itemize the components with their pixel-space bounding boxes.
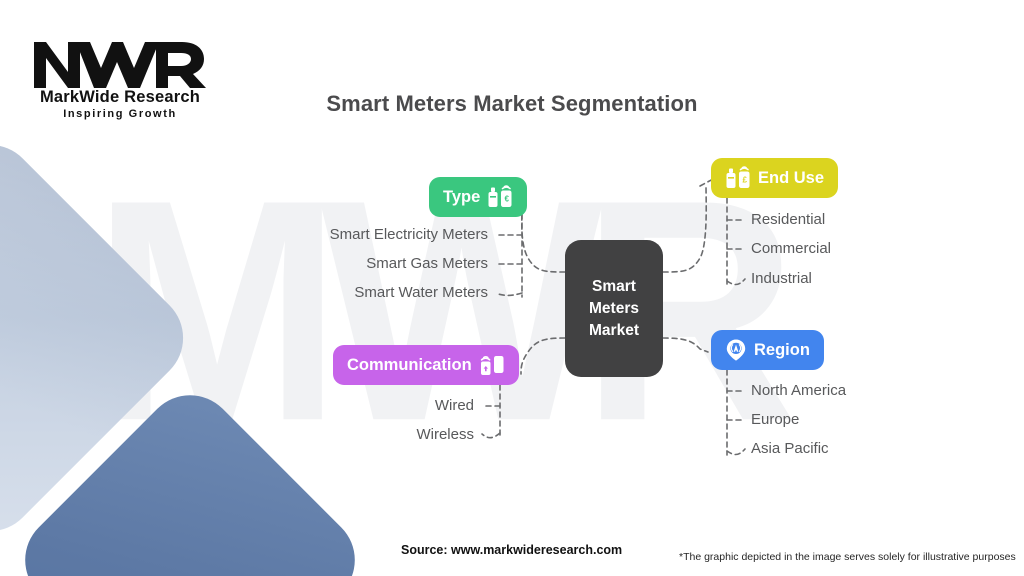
leaf-end-use-0: Residential	[751, 211, 826, 228]
page-title: Smart Meters Market Segmentation	[326, 91, 698, 116]
svg-text:£: £	[742, 176, 747, 185]
leaf-region-1: Europe	[751, 411, 800, 428]
leaf-type-0: Smart Electricity Meters	[329, 226, 488, 243]
branch-label-type: Type	[443, 187, 481, 206]
center-line-3: Market	[589, 321, 639, 339]
center-line-2: Meters	[589, 299, 639, 317]
center-node: Smart Meters Market	[565, 240, 663, 377]
leaf-region-2: Asia Pacific	[751, 440, 829, 457]
wireless-device-icon	[479, 353, 505, 377]
location-pin-tower-icon	[725, 338, 747, 362]
svg-text:€: €	[505, 195, 510, 204]
mwr-logo-icon	[34, 42, 206, 88]
center-line-1: Smart	[592, 277, 636, 295]
branch-node-region[interactable]: Region	[711, 330, 824, 370]
disclaimer-text: *The graphic depicted in the image serve…	[679, 551, 1016, 563]
branch-node-type[interactable]: Type €	[429, 177, 528, 217]
leaf-end-use-2: Industrial	[751, 270, 812, 287]
leaf-type-1: Smart Gas Meters	[366, 255, 488, 272]
leaf-region-0: North America	[751, 382, 847, 399]
gas-and-smart-meter-icon: €	[487, 185, 513, 209]
leaf-communication-0: Wired	[434, 397, 474, 414]
branch-node-end-use[interactable]: £ End Use	[711, 158, 839, 198]
brand-tagline: Inspiring Growth	[63, 108, 177, 120]
leaf-end-use-1: Commercial	[751, 240, 832, 257]
branch-label-region: Region	[754, 340, 810, 359]
brand-name: MarkWide Research	[39, 88, 201, 106]
gas-and-smart-meter-icon: £	[725, 166, 751, 190]
branch-label-end-use: End Use	[758, 168, 825, 187]
leaf-type-2: Smart Water Meters	[354, 284, 488, 301]
source-text: Source: www.markwideresearch.com	[401, 543, 623, 557]
leaf-communication-1: Wireless	[416, 426, 474, 443]
brand-logo: MarkWide Research Inspiring Growth	[30, 32, 210, 120]
branch-node-communication[interactable]: Communication	[333, 345, 519, 385]
branch-label-communication: Communication	[347, 355, 472, 374]
